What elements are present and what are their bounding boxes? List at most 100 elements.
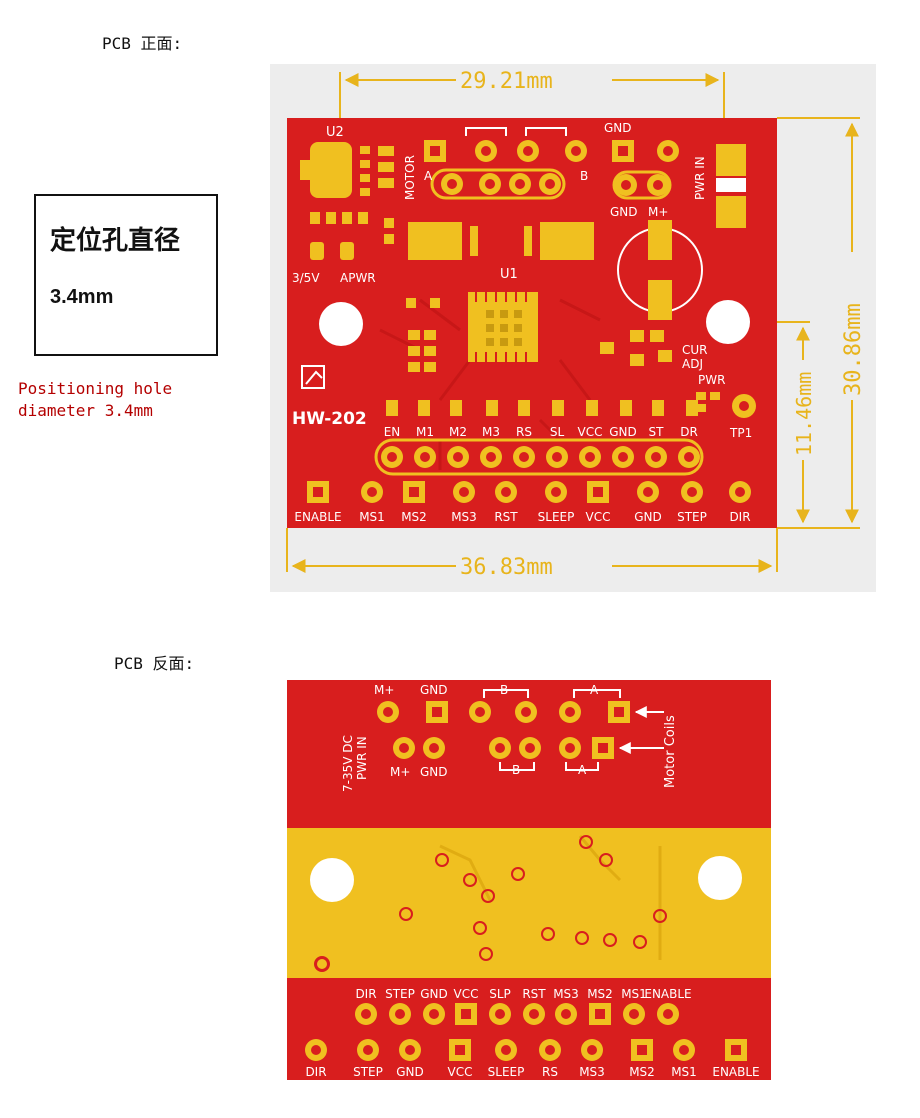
back-header-pad-1 (389, 1003, 411, 1025)
front-bottom-label-4: RST (494, 510, 518, 524)
front-bottom-pad-7 (637, 481, 659, 503)
back-bottom-pad-6 (581, 1039, 603, 1061)
front-bottom-pads (307, 481, 751, 503)
front-header-pad-7 (612, 446, 634, 468)
dim-right-height: 30.86mm (841, 303, 866, 396)
back-header-pad-8 (623, 1003, 645, 1025)
front-bottom-pad-9 (729, 481, 751, 503)
back-header-label-0: DIR (355, 987, 376, 1001)
back-header-pad-3 (455, 1003, 477, 1025)
silk-cur: CUR (682, 343, 708, 357)
front-header-pad-0 (381, 446, 403, 468)
front-header-label-5: SL (550, 425, 565, 439)
back-header-label-3: VCC (454, 987, 479, 1001)
hole-diameter-note: Positioning hole diameter 3.4mm (18, 378, 172, 422)
motor-brackets (465, 127, 567, 136)
back-bottom-pad-3 (449, 1039, 471, 1061)
front-bottom-pad-3 (453, 481, 475, 503)
back-section-title: PCB 反面: (114, 654, 195, 673)
front-header-label-6: VCC (578, 425, 603, 439)
capacitor-outline (617, 220, 703, 320)
front-header-label-3: M3 (482, 425, 500, 439)
front-header-pad-6 (579, 446, 601, 468)
power-connector (612, 140, 679, 200)
back-bottom-pad-7 (631, 1039, 653, 1061)
front-pcb-board: U2 U1 MOTOR A B GND PWR IN GND M+ 3/5V A… (287, 118, 777, 528)
front-bottom-pad-5 (545, 481, 567, 503)
back-silk-m-plus-bot: M+ (390, 765, 410, 779)
silk-coil-a: A (424, 169, 433, 183)
front-header-pad-9 (678, 446, 700, 468)
front-header-pad-4 (513, 446, 535, 468)
silk-gnd-mid: GND (610, 205, 638, 219)
front-section-title: PCB 正面: (102, 34, 183, 53)
silk-apwr: APWR (340, 271, 376, 285)
back-motor-pads (469, 701, 630, 759)
back-header-label-2: GND (420, 987, 448, 1001)
front-bottom-pad-6 (587, 481, 609, 503)
diode (716, 144, 746, 228)
front-header-pad-8 (645, 446, 667, 468)
back-header-label-1: STEP (385, 987, 415, 1001)
back-silk-coil-b-top: B (500, 683, 508, 697)
back-header-pad-6 (555, 1003, 577, 1025)
front-mount-hole-right (706, 300, 750, 344)
back-header-pad-4 (489, 1003, 511, 1025)
silk-3-5v: 3/5V (292, 271, 320, 285)
back-bottom-label-6: MS3 (579, 1065, 605, 1079)
back-bottom-label-8: MS1 (671, 1065, 697, 1079)
back-header-label-4: SLP (489, 987, 511, 1001)
front-bottom-pad-1 (361, 481, 383, 503)
back-bottom-pad-5 (539, 1039, 561, 1061)
back-mount-hole-left (310, 858, 354, 902)
front-bottom-pad-8 (681, 481, 703, 503)
silk-u2: U2 (326, 125, 344, 140)
hole-diameter-mm: 3.4mm (50, 286, 114, 308)
front-header-label-0: EN (384, 425, 401, 439)
u1-driver-chip (468, 292, 538, 362)
back-vias (399, 835, 667, 961)
back-mount-hole-right (698, 856, 742, 900)
front-header-pad-2 (447, 446, 469, 468)
front-bottom-label-9: DIR (729, 510, 750, 524)
front-bottom-pad-4 (495, 481, 517, 503)
hole-diameter-box: 定位孔直径 3.4mm (34, 194, 218, 356)
back-bottom-label-2: GND (396, 1065, 424, 1079)
front-bottom-label-7: GND (634, 510, 662, 524)
motor-connector-top (424, 140, 587, 162)
front-smd-row (310, 212, 720, 412)
front-header-pad-1 (414, 446, 436, 468)
back-header-strip (355, 1003, 679, 1025)
front-bottom-label-1: MS1 (359, 510, 385, 524)
front-bottom-label-2: MS2 (401, 510, 427, 524)
back-header-pad-9 (657, 1003, 679, 1025)
front-header-label-8: ST (649, 425, 665, 439)
silk-adj: ADJ (682, 357, 703, 371)
front-bottom-label-3: MS3 (451, 510, 477, 524)
silk-m-plus: M+ (648, 205, 668, 219)
back-silk-coil-a-top: A (590, 683, 599, 697)
back-header-label-7: MS2 (587, 987, 613, 1001)
back-header-label-5: RST (522, 987, 546, 1001)
back-header-label-9: ENABLE (644, 987, 691, 1001)
front-header-label-2: M2 (449, 425, 467, 439)
front-header-pad-5 (546, 446, 568, 468)
silk-motor: MOTOR (403, 155, 417, 200)
back-bottom-pad-4 (495, 1039, 517, 1061)
silk-gnd-top: GND (604, 121, 632, 135)
dim-bottom-width: 36.83mm (460, 555, 553, 580)
back-header-pad-5 (523, 1003, 545, 1025)
silk-coil-b: B (580, 169, 588, 183)
note-line-1: Positioning hole (18, 379, 173, 398)
front-header-label-9: DR (680, 425, 698, 439)
back-bottom-label-4: SLEEP (488, 1065, 525, 1079)
back-pcb-board: 7-35V DC PWR IN M+ GND M+ GND B A B A Mo… (287, 680, 771, 1080)
back-bottom-label-9: ENABLE (712, 1065, 759, 1079)
front-bottom-label-8: STEP (677, 510, 707, 524)
back-bottom-label-7: MS2 (629, 1065, 655, 1079)
back-silk-m-plus-top: M+ (374, 683, 394, 697)
back-silk-pwr-in-1: 7-35V DC (341, 735, 355, 792)
front-header-label-1: M1 (416, 425, 434, 439)
silk-tp1: TP1 (729, 426, 752, 440)
